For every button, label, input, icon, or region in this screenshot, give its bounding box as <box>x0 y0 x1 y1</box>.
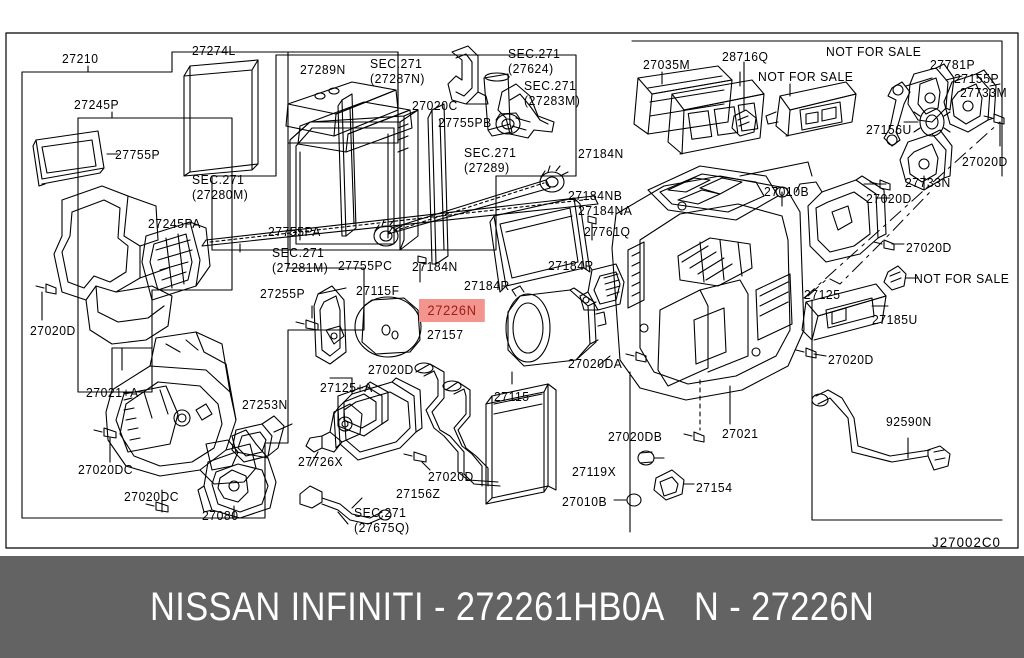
callout-27021: 27021 <box>722 426 759 441</box>
callout-28716Q: 28716Q <box>722 49 769 64</box>
callout-27020D-1: 27020D <box>368 362 414 377</box>
callout-27781P: 27781P <box>930 57 976 72</box>
callout-sec271-27283m: SEC.271 (27283M) <box>524 78 581 108</box>
callout-sec271-27280m: SEC.271 (27280M) <box>192 172 249 202</box>
callout-27115F: 27115F <box>356 283 400 298</box>
callout-27255P: 27255P <box>260 286 306 301</box>
callout-27020D-4: 27020D <box>866 191 912 206</box>
callout-27210: 27210 <box>62 51 99 66</box>
callout-27154: 27154 <box>696 480 733 495</box>
callout-27245PA: 27245PA <box>148 216 201 231</box>
callout-27020DC-1: 27020DC <box>78 462 134 477</box>
callout-27253N: 27253N <box>242 397 288 412</box>
footer-part-code: N - 27226N <box>693 584 875 629</box>
diagram-linework <box>5 32 1019 549</box>
callout-27020C: 27020C <box>412 98 458 113</box>
callout-27020D-3: 27020D <box>962 154 1008 169</box>
callout-27156U: 27156U <box>866 122 912 137</box>
callout-27733M: 27733M <box>960 85 1008 100</box>
callout-27119X: 27119X <box>572 464 617 479</box>
callout-27185U: 27185U <box>872 312 918 327</box>
callout-27010B-2: 27010B <box>562 494 608 509</box>
callout-27125: 27125 <box>804 287 841 302</box>
callout-27726X: 27726X <box>298 454 344 469</box>
part-number-footer: NISSAN INFINITI - 272261HB0A N - 27226N <box>0 556 1024 658</box>
callout-27733N: 27733N <box>905 175 951 190</box>
callout-27125A: 27125+A <box>320 380 373 395</box>
exploded-parts-diagram: 27210 27245P 27755P SEC.271 (27280M) 272… <box>5 32 1019 550</box>
callout-27020DB: 27020DB <box>608 429 663 444</box>
callout-27020D-6: 27020D <box>828 352 874 367</box>
callout-27157: 27157 <box>427 327 464 342</box>
callout-27184N-2: 27184N <box>412 259 458 274</box>
callout-sec271-27624: SEC.271 (27624) <box>508 46 561 76</box>
callout-27184R-1: 27184R <box>464 278 510 293</box>
callout-27156Z: 27156Z <box>396 486 441 501</box>
callout-27755PC: 27755PC <box>338 258 393 273</box>
callout-27274L: 27274L <box>192 43 236 58</box>
highlighted-part-label[interactable]: 27226N <box>419 299 486 322</box>
callout-27020DC-2: 27020DC <box>124 489 180 504</box>
callout-27020D-5: 27020D <box>906 240 952 255</box>
callout-27184N-1: 27184N <box>578 146 624 161</box>
callout-27184NA: 27184NA <box>578 203 633 218</box>
callout-27155P: 27155P <box>954 71 1000 86</box>
callout-27761Q: 27761Q <box>584 224 631 239</box>
callout-92590N: 92590N <box>886 414 932 429</box>
callout-27115: 27115 <box>494 389 530 404</box>
footer-brand-part: NISSAN INFINITI - 272261HB0A <box>149 584 665 629</box>
callout-27021A: 27021+A <box>86 385 139 400</box>
callout-27184NB: 27184NB <box>568 188 623 203</box>
callout-sec271-27675q: SEC.271 (27675Q) <box>354 505 410 535</box>
diagram-code: J27002C0 <box>932 534 1002 550</box>
callout-sec271-27287n: SEC.271 (27287N) <box>370 56 425 86</box>
callout-27755PA: 27755PA <box>268 224 321 239</box>
callout-27184R-2: 27184R <box>548 258 594 273</box>
callout-27035M: 27035M <box>643 57 691 72</box>
callout-27289N: 27289N <box>300 62 346 77</box>
footer-text-row: NISSAN INFINITI - 272261HB0A N - 27226N <box>150 585 874 630</box>
callout-sec271-27281m: SEC.271 (27281M) <box>272 245 329 275</box>
callout-27020D-2: 27020D <box>428 469 474 484</box>
callout-27020DA: 27020DA <box>568 356 623 371</box>
callout-27080: 27080 <box>202 508 239 523</box>
callout-not-for-sale-1: NOT FOR SALE <box>826 44 922 59</box>
callout-not-for-sale-2: NOT FOR SALE <box>758 69 854 84</box>
callout-27010B-1: 27010B <box>764 184 810 199</box>
callout-27755PB: 27755PB <box>438 115 492 130</box>
callout-not-for-sale-3: NOT FOR SALE <box>914 271 1010 286</box>
callout-27755P: 27755P <box>115 147 161 162</box>
callout-27020D-left: 27020D <box>30 323 76 338</box>
callout-27245P: 27245P <box>74 97 120 112</box>
callout-sec271-27289: SEC.271 (27289) <box>464 145 517 175</box>
